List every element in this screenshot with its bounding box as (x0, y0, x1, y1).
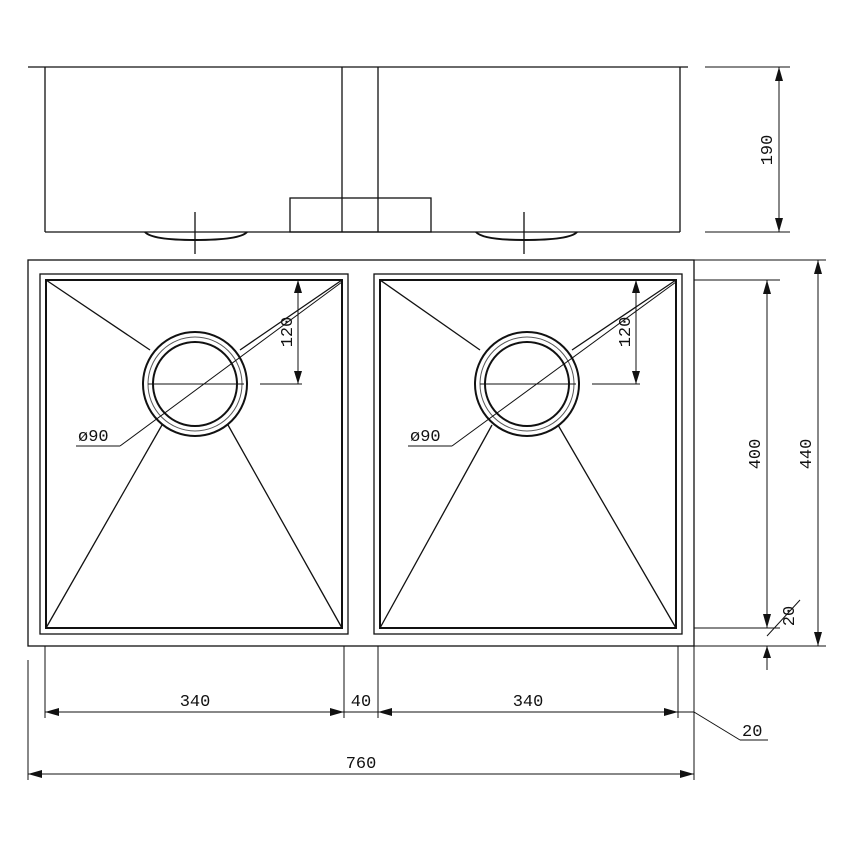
left-dim-120-arrow-bottom (294, 371, 302, 384)
left-drain-diameter-label: ø90 (78, 428, 109, 447)
dim-440-arrow-top (814, 260, 822, 274)
dim-340-right-label: 340 (513, 693, 544, 712)
right-bowl-slope-tl (379, 279, 481, 351)
dim-340-right-arrow-start (378, 708, 392, 716)
dim-400-arrow-top (763, 280, 771, 294)
right-dim-120-arrow-bottom (632, 371, 640, 384)
horizontal-dimensions: 340 40 340 20 760 (27, 646, 768, 780)
dim-400-arrow-bottom (763, 614, 771, 628)
dim-340-left-arrow-end (330, 708, 344, 716)
right-bowl-slope-tr (571, 279, 677, 351)
elevation-center-block (289, 197, 432, 233)
elevation-drain-left (144, 231, 248, 242)
dim-20-bottom-arrow (763, 646, 771, 658)
dim-20-right-leader (693, 711, 741, 741)
dim-440-label: 440 (798, 439, 817, 470)
left-bowl-slope-tl (45, 279, 151, 351)
dim-20-bottom-leader (766, 599, 801, 637)
dim-340-left-arrow-start (45, 708, 59, 716)
dim-20-bottom-label: 20 (781, 606, 800, 626)
dim-340-right-arrow-end (664, 708, 678, 716)
side-elevation: 190 (28, 66, 790, 254)
dim-400-label: 400 (747, 439, 766, 470)
left-drain-outer (142, 331, 248, 437)
left-bowl-slope-bl (45, 424, 163, 629)
left-bowl-inner (45, 279, 343, 629)
dim-40-label: 40 (351, 693, 371, 712)
right-drain-outer (474, 331, 580, 437)
left-dim-120-label: 120 (279, 317, 298, 348)
right-bowl-outer (373, 273, 683, 635)
vertical-dimensions: 400 440 20 (694, 260, 822, 670)
left-bowl-slope-tr (239, 279, 343, 351)
left-bowl: ø90 120 (39, 273, 349, 635)
dim-190-arrow-bottom (775, 218, 783, 232)
plan-view: ø90 120 ø90 (27, 259, 826, 780)
right-bowl: ø90 120 (373, 273, 683, 635)
right-bowl-inner (379, 279, 677, 629)
elevation-drain-right (475, 231, 578, 242)
right-drain-diameter-label: ø90 (410, 428, 441, 447)
left-diameter-leader (119, 281, 343, 447)
right-dim-120-arrow-top (632, 280, 640, 293)
right-bowl-slope-br (557, 424, 677, 629)
left-dim-120-arrow-top (294, 280, 302, 293)
dim-20-right-label: 20 (742, 723, 762, 742)
dim-440-arrow-bottom (814, 632, 822, 646)
dim-760-arrow-end (680, 770, 694, 778)
right-dim-120-label: 120 (617, 317, 636, 348)
sink-outer-rim (27, 259, 695, 647)
left-bowl-slope-br (227, 424, 343, 629)
left-bowl-outer (39, 273, 349, 635)
dim-760-arrow-start (28, 770, 42, 778)
dim-190-label: 190 (759, 135, 778, 166)
dim-340-left-label: 340 (180, 693, 211, 712)
dim-190-arrow-top (775, 67, 783, 81)
right-bowl-slope-bl (379, 424, 493, 629)
right-diameter-leader (451, 281, 677, 447)
dim-760-label: 760 (346, 755, 377, 774)
